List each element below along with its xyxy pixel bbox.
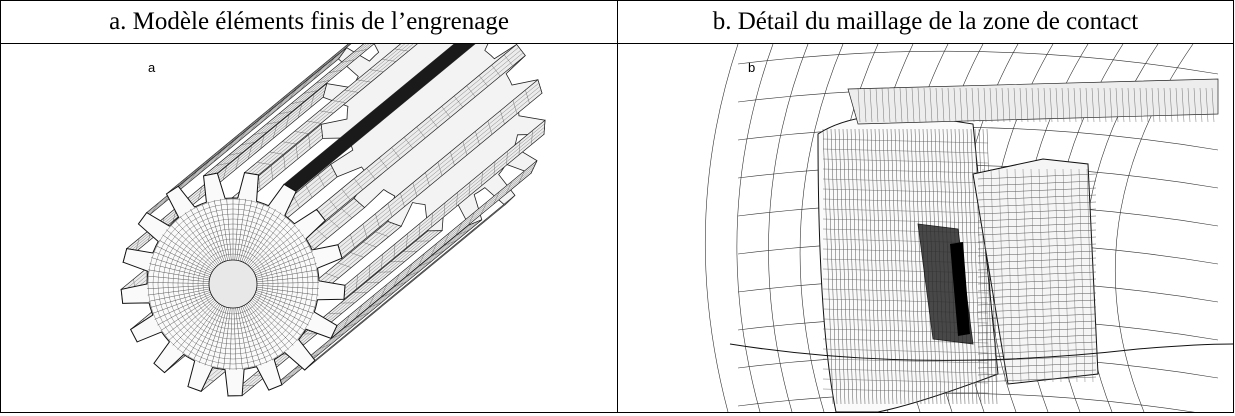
contact-mesh-detail-image: b: [704, 44, 1233, 412]
panel-a-cell: a: [0, 43, 618, 413]
column-heading-b: b. Détail du maillage de la zone de cont…: [617, 0, 1234, 44]
contact-mesh-drawing: [704, 44, 1233, 412]
panel-a-letter: a: [148, 60, 156, 75]
gear-drawing: [120, 44, 546, 397]
panel-b-cell: b: [617, 43, 1234, 413]
header-row: a. Modèle éléments finis de l’engrenage …: [0, 0, 1234, 44]
column-heading-a: a. Modèle éléments finis de l’engrenage: [0, 0, 618, 44]
panel-b-letter: b: [748, 60, 755, 75]
image-row: a b: [0, 43, 1234, 413]
gear-mesh-image: a: [120, 44, 546, 397]
